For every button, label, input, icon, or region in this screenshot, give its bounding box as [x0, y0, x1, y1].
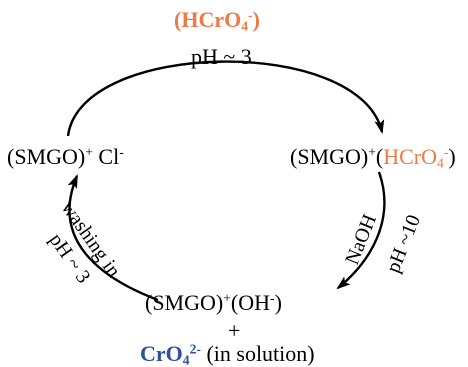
- bottom-cro4-sub: 4: [182, 352, 190, 367]
- left-smgo: (SMGO): [7, 144, 86, 169]
- bottom-oh: (OH: [230, 290, 271, 315]
- right-hcro4-sub: 4: [437, 155, 444, 171]
- top-ph-label: pH ~ 3: [191, 44, 252, 69]
- bottom-sup-plus: +: [223, 290, 231, 306]
- left-sup-plus: +: [85, 144, 93, 160]
- right-arc-arrow: [336, 171, 386, 290]
- bottom-species-label: (SMGO)+(OH-): [145, 290, 282, 315]
- right-species-label: (SMGO)+(HCrO4-): [290, 144, 456, 171]
- left-species-label: (SMGO)+ Cl-: [7, 144, 124, 169]
- top-arc-arrow: [66, 60, 385, 137]
- right-close: ): [448, 144, 456, 169]
- left-sup-minus: -: [119, 144, 124, 160]
- bottom-cro4-sup: 2-: [189, 341, 201, 357]
- bottom-sup-minus: -: [270, 290, 275, 306]
- top-hcro4-sup: -: [248, 7, 253, 23]
- right-open: (: [375, 144, 384, 169]
- top-hcro4-sub: 4: [241, 18, 249, 34]
- bottom-cro4: CrO: [140, 341, 183, 366]
- left-arc-arrow: [67, 174, 159, 302]
- bottom-in-solution: (in solution): [200, 341, 315, 366]
- bottom-chromate-label: CrO42- (in solution): [140, 341, 315, 367]
- right-hcro4-sup: -: [443, 144, 449, 160]
- top-hcro4-text: (HCrO: [174, 7, 242, 32]
- top-hcro4-label: (HCrO4-): [174, 7, 260, 34]
- bottom-smgo: (SMGO): [145, 290, 224, 315]
- left-cl: Cl: [92, 144, 120, 169]
- top-hcro4-close: ): [252, 7, 260, 32]
- right-sup-plus: +: [368, 144, 376, 160]
- right-smgo: (SMGO): [290, 144, 369, 169]
- bottom-plus-sign: +: [228, 318, 241, 343]
- right-hcro4: HCrO: [383, 144, 438, 169]
- bottom-close: ): [274, 290, 282, 315]
